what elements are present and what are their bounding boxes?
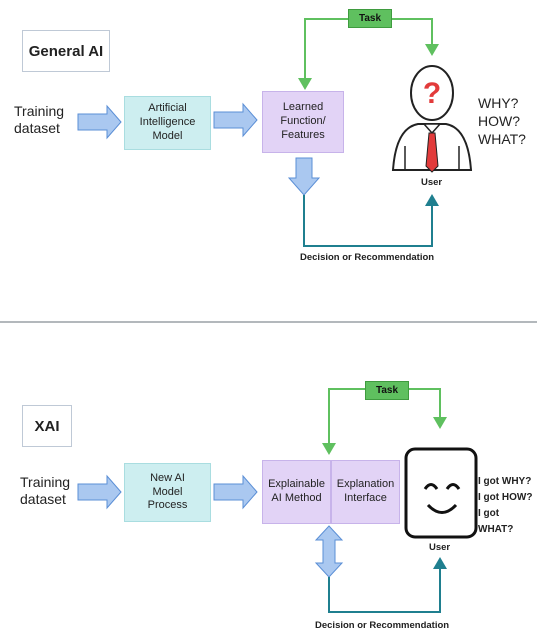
xai-training-dataset-label: Training dataset: [20, 474, 71, 507]
xai-decision-loop-line: [328, 568, 441, 613]
xai-task-arrowhead-left: [322, 443, 336, 455]
xai-arrow-training-to-model: [77, 474, 122, 510]
explainable-ai-method-box: Explainable AI Method: [262, 460, 331, 524]
task-arrowhead-left: [298, 78, 312, 90]
decision-arrowhead: [425, 194, 439, 206]
explanation-interface-box: Explanation Interface: [331, 460, 400, 524]
user-label: User: [421, 177, 443, 188]
xai-user-label: User: [429, 542, 451, 553]
decision-label: Decision or Recommendation: [300, 252, 435, 263]
arrow-learned-down: [287, 157, 321, 196]
general-ai-title: General AI: [22, 30, 110, 72]
xai-task-arrowhead-right: [433, 417, 447, 429]
decision-loop-line: [303, 195, 433, 247]
arrow-training-to-model: [77, 104, 122, 140]
learned-function-box: Learned Function/ Features: [262, 91, 344, 153]
task-arrowhead-right: [425, 44, 439, 56]
svg-text:?: ?: [423, 77, 441, 110]
training-dataset-label: Training dataset: [14, 103, 65, 136]
xai-decision-arrowhead: [433, 557, 447, 569]
ai-model-box: Artificial Intelligence Model: [124, 96, 211, 150]
xai-double-arrow: [314, 525, 344, 578]
task-loop-line: [304, 18, 433, 85]
arrow-model-to-learned: [213, 102, 258, 138]
xai-arrow-model-to-method: [213, 474, 258, 510]
user-questions: WHY? HOW? WHAT?: [478, 95, 526, 148]
smiley-user-icon: [404, 447, 478, 539]
task-box: Task: [348, 9, 392, 28]
xai-new-model-box: New AI Model Process: [124, 463, 211, 522]
xai-task-box: Task: [365, 381, 409, 400]
xai-user-questions: I got WHY? I got HOW? I got WHAT?: [478, 476, 533, 535]
xai-decision-label: Decision or Recommendation: [315, 620, 450, 631]
xai-title: XAI: [22, 405, 72, 447]
user-icon: ?: [391, 65, 473, 173]
